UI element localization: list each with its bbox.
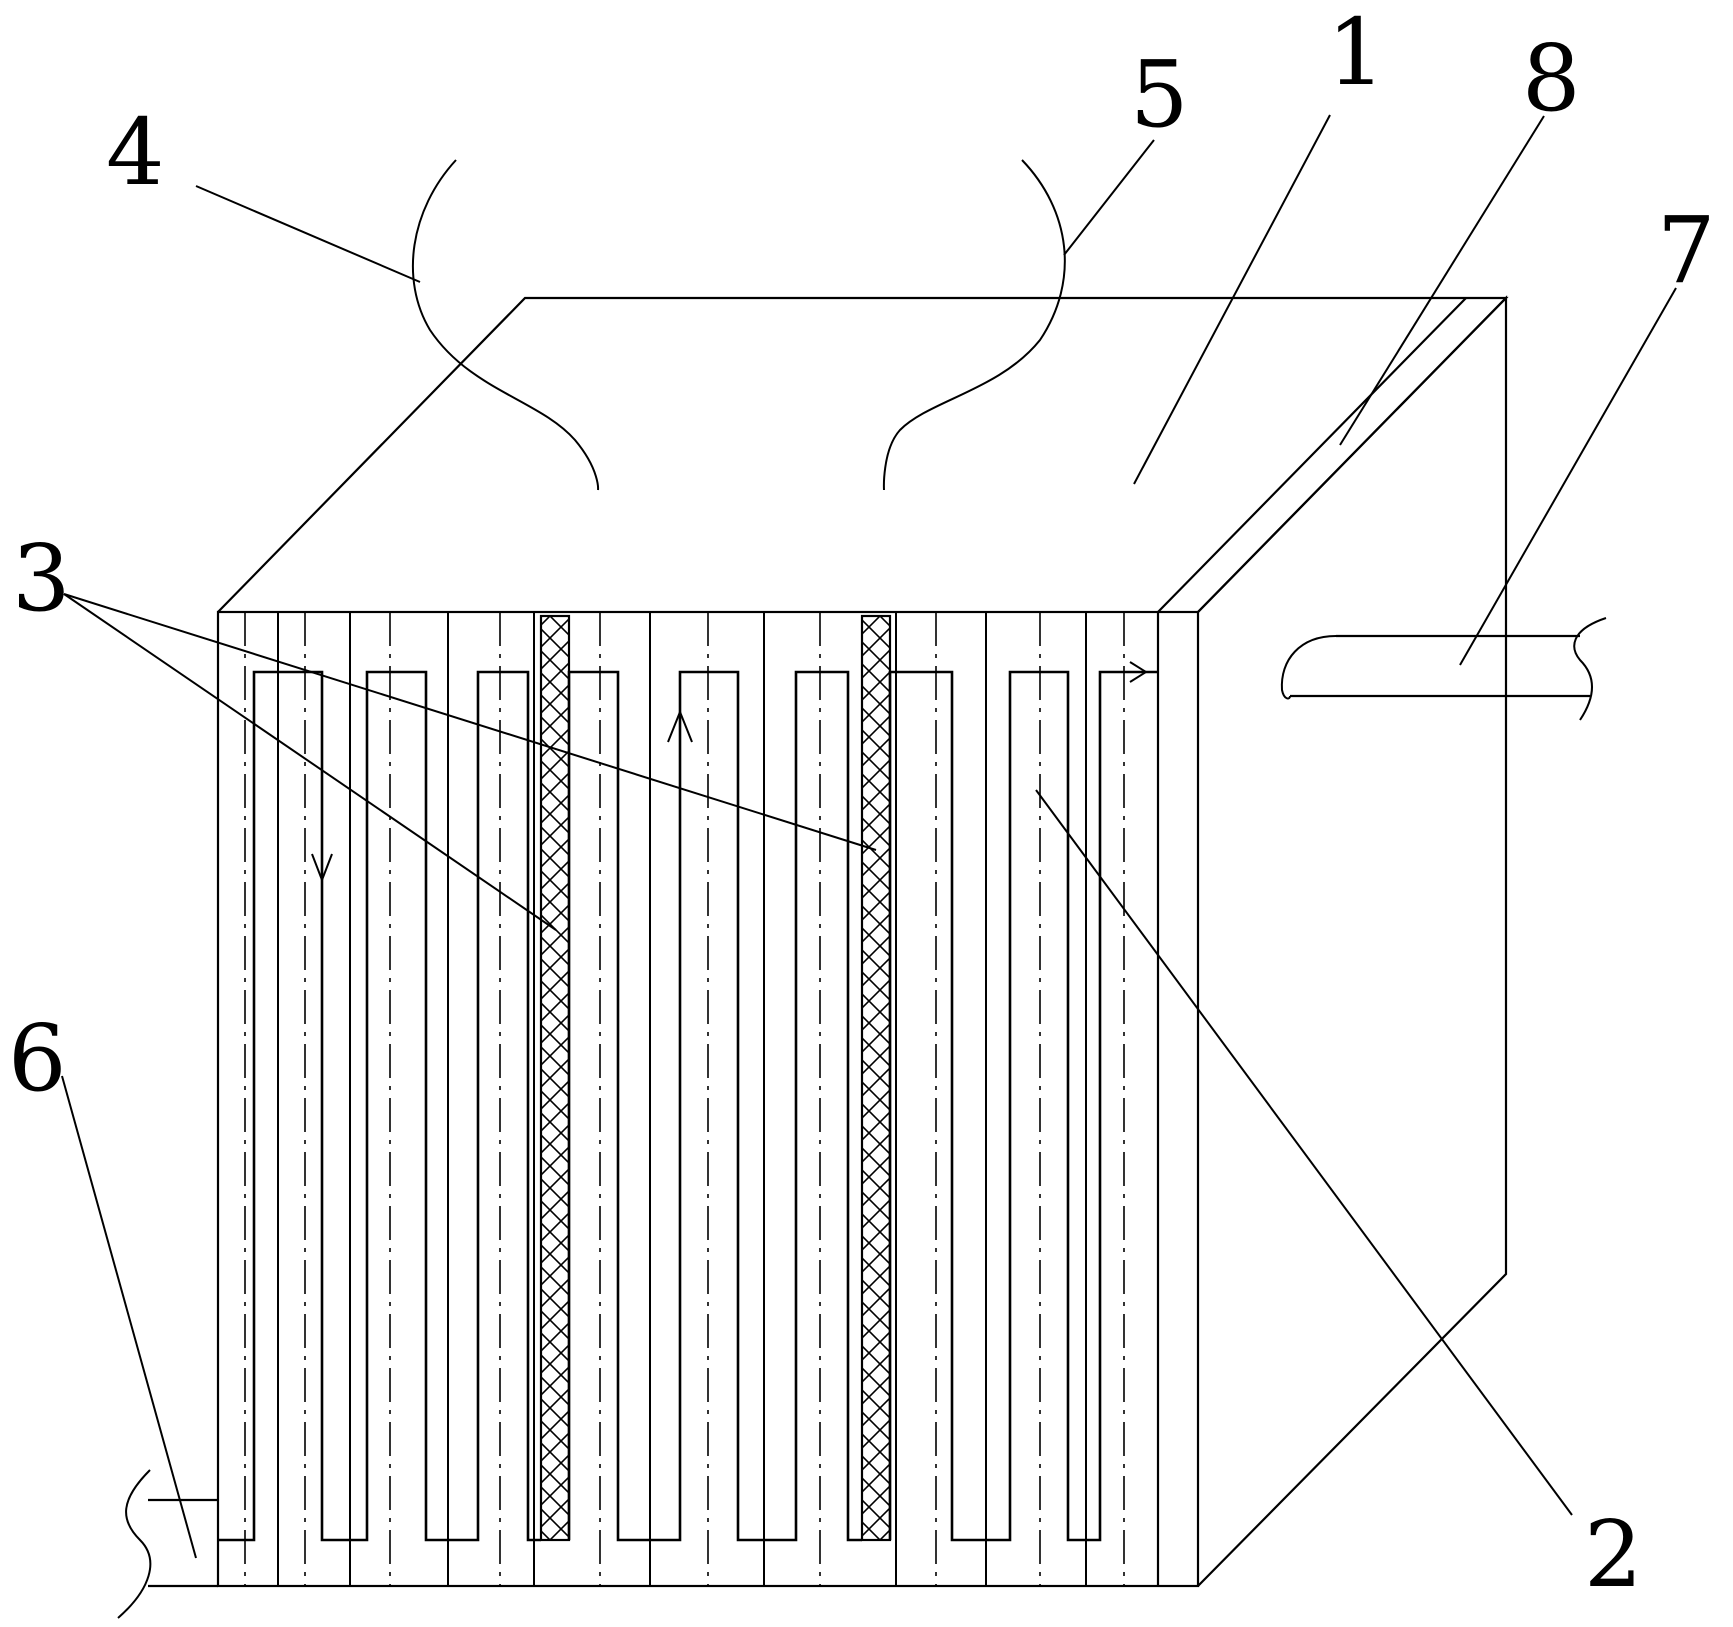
labels: 1 2 3 4 5 6 7 8 bbox=[8, 0, 1716, 1608]
arrow-right-icon bbox=[1129, 661, 1148, 683]
filter-plate-right bbox=[860, 614, 892, 1542]
leader-5 bbox=[1063, 139, 1155, 256]
serpentine-baffle bbox=[218, 670, 541, 1542]
plates bbox=[277, 612, 1087, 1586]
leader-8 bbox=[1339, 115, 1545, 446]
wire-4 bbox=[411, 159, 600, 491]
leader-3a bbox=[63, 593, 557, 931]
label-7: 7 bbox=[1657, 197, 1716, 304]
leader-2 bbox=[1035, 789, 1573, 1516]
inlet-pipe-break bbox=[117, 1469, 152, 1619]
wires bbox=[411, 159, 1066, 491]
arrow-down-icon bbox=[311, 853, 333, 883]
leader-lines bbox=[61, 114, 1677, 1559]
label-1: 1 bbox=[1327, 0, 1386, 106]
arrow-up-icon bbox=[667, 709, 693, 743]
outlet-pipe-break bbox=[1573, 617, 1607, 721]
wire-5 bbox=[882, 159, 1066, 491]
inlet-pipe bbox=[117, 1469, 218, 1619]
outlet-pipe-end bbox=[1280, 635, 1337, 700]
outlet-pipe bbox=[1280, 617, 1607, 721]
leader-4 bbox=[195, 185, 421, 283]
leader-7 bbox=[1459, 287, 1677, 666]
label-3: 3 bbox=[12, 525, 71, 632]
flow-path bbox=[218, 661, 1158, 1542]
leader-1 bbox=[1133, 114, 1331, 485]
filter-plates bbox=[539, 614, 892, 1542]
centerlines bbox=[244, 612, 1125, 1586]
label-8: 8 bbox=[1522, 25, 1581, 132]
lid-strip-line bbox=[1157, 297, 1467, 613]
label-5: 5 bbox=[1130, 41, 1189, 148]
serpentine-baffle bbox=[888, 670, 1158, 1542]
label-4: 4 bbox=[106, 99, 165, 206]
leader-6 bbox=[61, 1075, 197, 1559]
right-face bbox=[1197, 295, 1508, 1587]
serpentine-baffle bbox=[567, 670, 862, 1542]
filter-plate-left bbox=[539, 614, 571, 1542]
label-2: 2 bbox=[1584, 1501, 1643, 1608]
leader-3b bbox=[63, 593, 877, 851]
label-6: 6 bbox=[8, 1005, 67, 1112]
